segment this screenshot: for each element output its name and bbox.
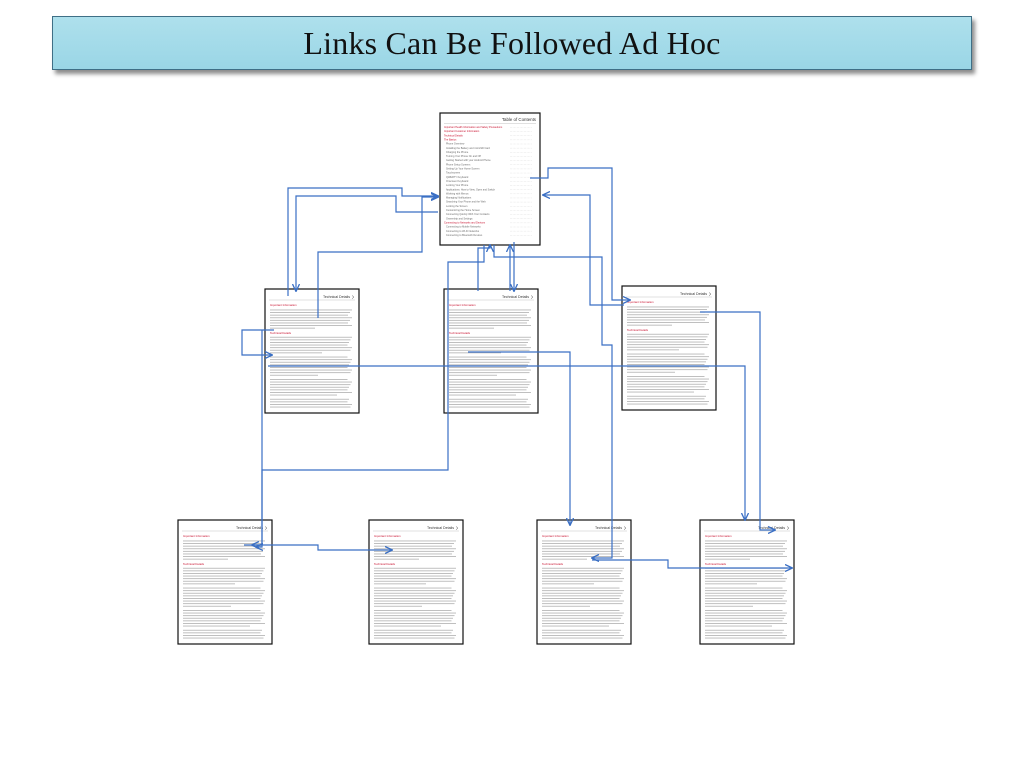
chevron-right-icon [530,295,534,299]
link-arrow [268,365,745,520]
toc-entry[interactable]: Connecting to Bluetooth Devices [446,234,483,237]
section-heading: Technical Details [627,328,649,332]
toc-entry[interactable]: Managing Notifications [446,197,472,200]
toc-entry[interactable]: Applications: How to View, Open and Swit… [446,188,496,191]
page-header: Technical Details [427,526,454,530]
link-arrow [256,245,485,547]
toc-entry[interactable]: Turning Your Phone On and Off [446,155,481,158]
slide-title: Links Can Be Followed Ad Hoc [303,24,721,61]
section-heading: Important Information [183,534,210,538]
toc-entry[interactable]: Installing the Battery and microSD Card [446,147,491,150]
toc-page-border [439,112,541,246]
page-header: Technical Details [502,295,529,299]
toc-entry[interactable]: Touchscreen [446,172,461,175]
section-heading: Important Information [270,303,297,307]
section-heading: Technical Details [270,331,292,335]
page-border [177,519,273,645]
link-arrow [543,195,624,306]
link-arrow [493,245,613,558]
link-arrow [287,187,438,296]
page-border [699,519,795,645]
section-heading: Important Information [542,534,569,538]
chevron-right-icon [708,292,712,296]
section-heading: Important Information [449,303,476,307]
chevron-right-icon [455,526,459,530]
toc-entry[interactable]: Important Health Information and Safety … [444,126,503,129]
toc-entry[interactable]: QWERTY Keyboard [446,176,469,179]
toc-entry[interactable]: Technical Details [444,134,464,137]
section-heading: Important Information [374,534,401,538]
toc-entry[interactable]: Connecting to Wi-Fi Networks [446,230,480,233]
link-arrow [700,311,775,530]
section-heading: Technical Details [374,562,396,566]
link-arrow [244,544,392,550]
toc-entry[interactable]: Searching Your Phone and the Web [446,201,486,204]
page-border [264,288,360,414]
chevron-right-icon [786,526,790,530]
toc-entry[interactable]: Phone Overview [446,143,465,146]
page-header: Technical Details [323,295,350,299]
toc-entry[interactable]: Ownership and Settings [446,217,473,220]
section-heading: Technical Details [705,562,727,566]
toc-entry[interactable]: Getting Started with your Android Phone [446,159,491,162]
toc-entry[interactable]: Important Customer Information [444,130,480,133]
section-heading: Technical Details [183,562,205,566]
toc-entry[interactable]: Onscreen Keyboard [446,180,469,183]
page-header: Technical Details [236,526,263,530]
toc-entry[interactable]: Phone Setup Screens [446,163,471,166]
toc-entry[interactable]: Connecting to Mobile Networks [446,226,481,229]
chevron-right-icon [351,295,355,299]
chevron-right-icon [264,526,268,530]
toc-entry[interactable]: Charging the Phone [446,151,469,154]
link-arrow [468,351,570,525]
toc-entry[interactable]: Working with Menus [446,192,469,195]
link-arrow [530,167,630,300]
section-heading: Technical Details [542,562,564,566]
page-header: Technical Details [680,292,707,296]
title-banner: Links Can Be Followed Ad Hoc [52,16,972,70]
link-arrow [241,329,274,355]
link-arrow [252,330,263,545]
link-arrows [241,167,792,568]
section-heading: Technical Details [449,331,471,335]
page-border [536,519,632,645]
link-arrow [317,197,438,318]
page-header: Technical Details [595,526,622,530]
toc-entry[interactable]: The Basics [444,138,457,141]
link-arrow [296,195,438,291]
page-border [621,285,717,411]
toc-entry[interactable]: Customizing the Home Screen [446,209,481,212]
toc-entry[interactable]: Locking Your Phone [446,184,469,187]
toc-entry[interactable]: Connecting Quickly With Your Contacts [446,213,490,216]
toc-entry[interactable]: Locking the Screen [446,205,468,208]
toc-entry[interactable]: Setting Up Your Home Screen [446,168,480,171]
link-arrow [592,559,792,568]
chevron-right-icon [623,526,627,530]
page-border [368,519,464,645]
section-heading: Important Information [627,300,654,304]
page-border [443,288,539,414]
section-heading: Important Information [705,534,732,538]
link-arrow [477,245,490,291]
toc-heading: Table of Contents [502,117,537,122]
toc-entry[interactable]: Connecting to Networks and Devices [444,221,486,224]
